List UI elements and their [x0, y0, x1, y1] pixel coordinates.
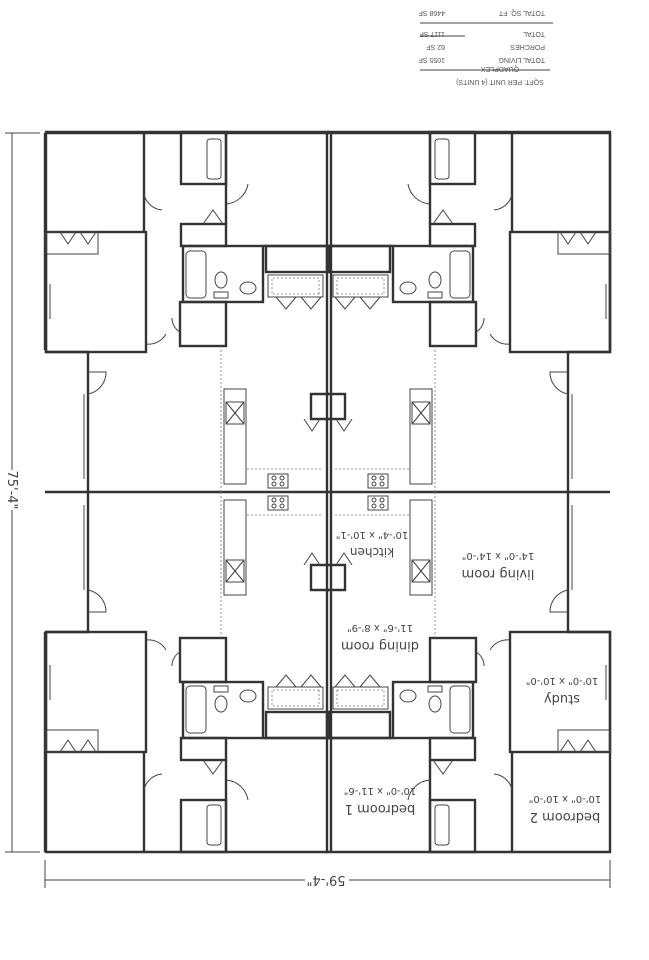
svg-text:kitchen: kitchen — [350, 545, 394, 559]
svg-text:bedroom 2: bedroom 2 — [530, 809, 601, 824]
row-label: TOTAL — [523, 30, 545, 37]
table-heading: SQFT. PER UNIT (4 UNITS) — [456, 78, 544, 85]
row-label: TOTAL LIVING — [498, 56, 545, 63]
svg-text:10'-4" x 10'-1": 10'-4" x 10'-1" — [336, 529, 408, 540]
row-label: PORCHES — [510, 43, 545, 50]
sqft-table: QUADPLEX SQFT. PER UNIT (4 UNITS) TOTAL … — [419, 9, 553, 85]
title: QUADPLEX — [481, 65, 519, 72]
svg-text:10'-0" x 10'-0": 10'-0" x 10'-0" — [526, 675, 598, 686]
svg-text:dining room: dining room — [341, 638, 419, 653]
room-kitchen: kitchen 10'-4" x 10'-1" — [336, 529, 408, 559]
svg-text:10'-0" x 10'-0": 10'-0" x 10'-0" — [529, 793, 601, 804]
unit-top-right — [325, 130, 612, 494]
svg-text:11'-6" x 8'-9": 11'-6" x 8'-9" — [347, 622, 413, 633]
total-value: 4468 SF — [419, 9, 445, 16]
row-value: 1055 SF — [419, 56, 445, 63]
room-study: study 10'-0" x 10'-0" — [526, 675, 598, 706]
room-bedroom-1: bedroom 1 10'-0" x 11'-6" — [344, 785, 416, 816]
row-value: 1117 SF — [420, 30, 445, 37]
room-dining: dining room 11'-6" x 8'-9" — [341, 622, 419, 653]
total-label: TOTAL SQ. FT — [498, 9, 545, 16]
room-living: living room 14'-0" x 14'-0" — [462, 550, 535, 581]
unit-bottom-left — [44, 490, 331, 854]
svg-text:bedroom 1: bedroom 1 — [345, 801, 416, 816]
svg-text:14'-0" x 14'-0": 14'-0" x 14'-0" — [462, 550, 534, 561]
svg-text:10'-0" x 11'-6": 10'-0" x 11'-6" — [344, 785, 416, 796]
svg-text:living room: living room — [462, 566, 535, 581]
dimension-depth: 75'-4" — [4, 132, 40, 853]
depth-label: 75'-4" — [4, 470, 19, 509]
row-value: 62 SF — [426, 43, 445, 50]
room-bedroom-2: bedroom 2 10'-0" x 10'-0" — [529, 793, 601, 824]
svg-text:study: study — [544, 691, 580, 706]
dimension-width: 59'-4" — [44, 860, 611, 888]
width-label: 59'-4" — [306, 872, 345, 887]
unit-top-left — [44, 130, 331, 494]
